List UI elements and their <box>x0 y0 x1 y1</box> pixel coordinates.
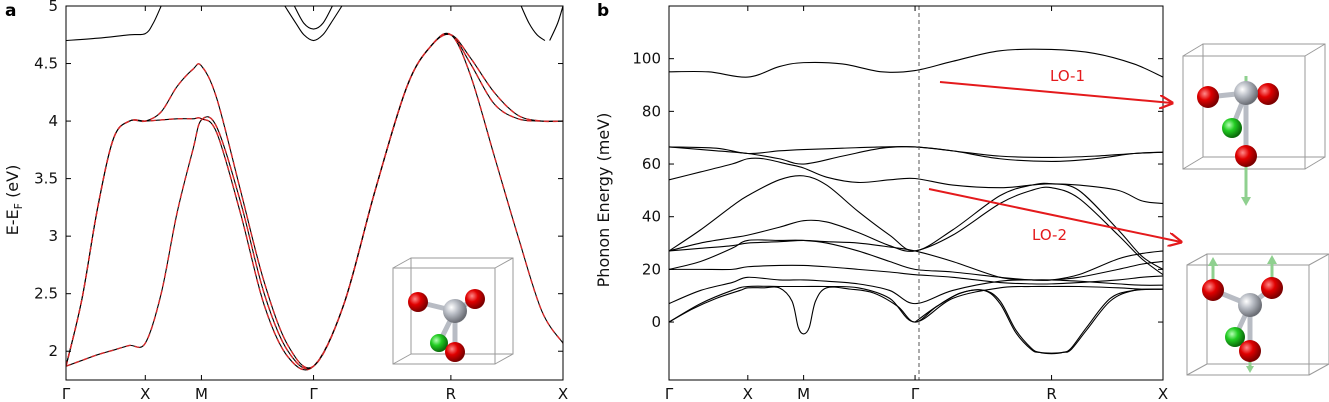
phonon-x-tick-label: Γ <box>665 385 674 402</box>
phonon-y-tick-label: 100 <box>632 50 661 68</box>
band-y-tick-label: 3.5 <box>34 170 58 188</box>
band-y-tick-label: 4 <box>48 112 58 130</box>
band-series-4-line <box>284 6 343 42</box>
panel-a-structure-inset <box>392 257 514 365</box>
panel-a-letter: a <box>5 1 16 21</box>
band-x-tick-label: X <box>558 385 568 402</box>
band-y-tick-label: 2 <box>48 342 58 360</box>
oxygen-atom <box>465 289 485 309</box>
phonon-series-4-line <box>669 175 1163 270</box>
lo1-arrow <box>939 81 1172 103</box>
panel-a-bands <box>66 6 563 371</box>
band-y-tick-label: 5 <box>48 0 58 15</box>
oxygen-atom <box>1239 340 1261 362</box>
oxygen-atom <box>1235 145 1257 167</box>
band-series-3-line <box>66 6 162 42</box>
phonon-x-tick-label: R <box>1046 385 1056 402</box>
band-series-5-line <box>293 6 333 30</box>
band-series-6-line <box>520 6 546 41</box>
band-x-tick-label: Γ <box>62 385 71 402</box>
band-series-1-fit-line <box>66 33 563 369</box>
band-series-2-fit-line <box>66 32 563 370</box>
panel-a-frame <box>65 5 564 381</box>
band-y-tick-label: 3 <box>48 227 58 245</box>
lo2-label: LO-2 <box>1032 226 1067 244</box>
band-x-tick-label: X <box>140 385 150 402</box>
phonon-series-9-line <box>669 276 1163 305</box>
band-y-tick-label: 4.5 <box>34 55 58 73</box>
green-atom <box>1225 327 1245 347</box>
panel-b-phonon-branches <box>669 48 1163 355</box>
phonon-x-tick-label: X <box>743 385 753 402</box>
oxygen-atom <box>1202 279 1224 301</box>
phonon-x-tick-label: X <box>1158 385 1168 402</box>
phonon-series-12-line <box>914 288 1163 354</box>
band-x-tick-label: Γ <box>309 385 318 402</box>
panel-a-band-chart: 5 4.5 4 3.5 3 2.5 2 Γ X M Γ R X E-EF (eV) <box>3 0 568 402</box>
green-atom <box>430 334 448 352</box>
panel-a-y-ticks: 5 4.5 4 3.5 3 2.5 2 <box>34 0 563 360</box>
phonon-y-tick-label: 80 <box>642 102 661 120</box>
lo1-mode-structure <box>1182 43 1326 206</box>
oxygen-atom <box>1197 86 1219 108</box>
phonon-series-1-line <box>669 146 1163 162</box>
panel-a-y-axis-title: E-EF (eV) <box>3 165 25 236</box>
metal-atom <box>1238 293 1262 317</box>
phonon-y-tick-label: 20 <box>642 260 661 278</box>
phonon-y-tick-label: 0 <box>651 313 661 331</box>
unit-cell-box <box>1186 253 1329 376</box>
phonon-x-tick-label: Γ <box>911 385 920 402</box>
oxygen-atom <box>1257 83 1279 105</box>
phonon-y-tick-label: 60 <box>642 155 661 173</box>
phonon-series-3-line <box>669 157 1163 205</box>
panel-b-frame <box>668 5 1164 381</box>
phonon-x-tick-label: M <box>797 385 810 402</box>
band-series-7-line <box>549 6 563 41</box>
phonon-series-5-line <box>669 186 1163 276</box>
phonon-series-11-line <box>669 286 1163 355</box>
lo2-mode-structure <box>1186 253 1329 376</box>
phonon-series-0-line <box>669 48 1163 78</box>
band-y-tick-label: 2.5 <box>34 285 58 303</box>
green-atom <box>1222 118 1242 138</box>
phonon-series-8-line <box>669 264 1163 285</box>
oxygen-atom <box>1261 277 1283 299</box>
panel-b-y-ticks: 100 80 60 40 20 0 <box>632 50 1163 331</box>
band-x-tick-label: M <box>195 385 208 402</box>
panel-b-y-axis-title: Phonon Energy (meV) <box>594 113 613 288</box>
phonon-series-10-line <box>669 285 1163 323</box>
band-x-tick-label: R <box>446 385 456 402</box>
phonon-y-tick-label: 40 <box>642 208 661 226</box>
phonon-series-6-line <box>669 239 1163 281</box>
metal-atom <box>1234 81 1258 105</box>
lo1-label: LO-1 <box>1050 67 1085 85</box>
phonon-series-2-line <box>669 146 1163 165</box>
oxygen-atom <box>408 292 428 312</box>
lo2-arrow <box>928 188 1181 242</box>
panel-b-letter: b <box>597 1 609 21</box>
oxygen-atom <box>445 342 465 362</box>
metal-atom <box>443 299 467 323</box>
phonon-series-7-line <box>669 239 1163 281</box>
